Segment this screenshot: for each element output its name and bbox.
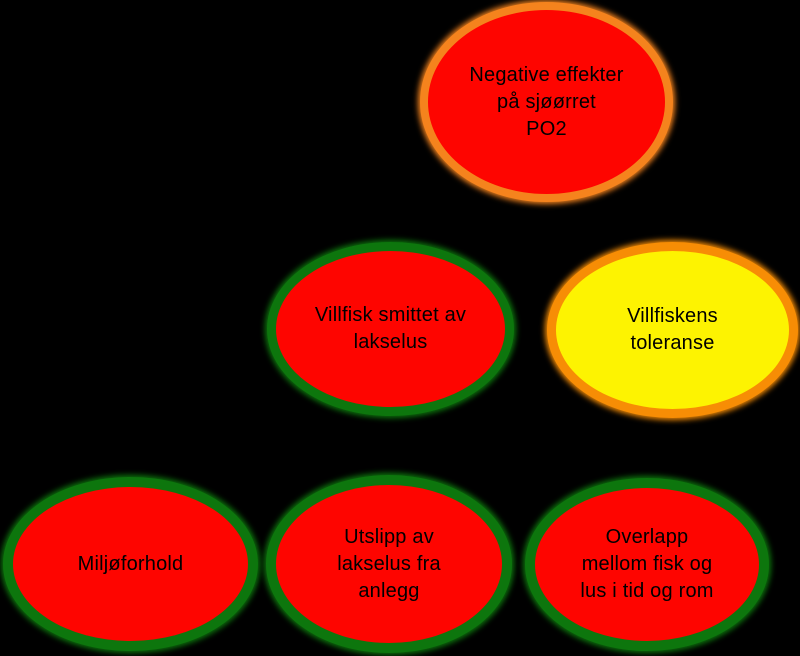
node-label: Negative effekter på sjøørret PO2 — [469, 63, 624, 140]
node-label: Villfisk smittet av lakselus — [314, 304, 467, 353]
node-label: Miljøforhold — [77, 552, 184, 575]
node-label: Utslipp av lakselus fra anlegg — [337, 525, 441, 602]
node-utslipp-av-lakselus-fra-anlegg: Utslipp av lakselus fra anlegg — [266, 475, 512, 653]
node-label: Villfiskens toleranse — [627, 305, 718, 354]
node-overlapp-mellom-fisk-og-lus-i-tid-og-rom: Overlapp mellom fisk og lus i tid og rom — [525, 478, 769, 651]
node-villfiskens-toleranse: Villfiskens toleranse — [547, 242, 798, 418]
node-negative-effekter-pa-sjoorret: Negative effekter på sjøørret PO2 — [420, 2, 673, 202]
node-label: Overlapp mellom fisk og lus i tid og rom — [580, 526, 714, 602]
node-villfisk-smittet-av-lakselus: Villfisk smittet av lakselus — [267, 242, 514, 416]
node-miljoforhold: Miljøforhold — [3, 477, 258, 651]
